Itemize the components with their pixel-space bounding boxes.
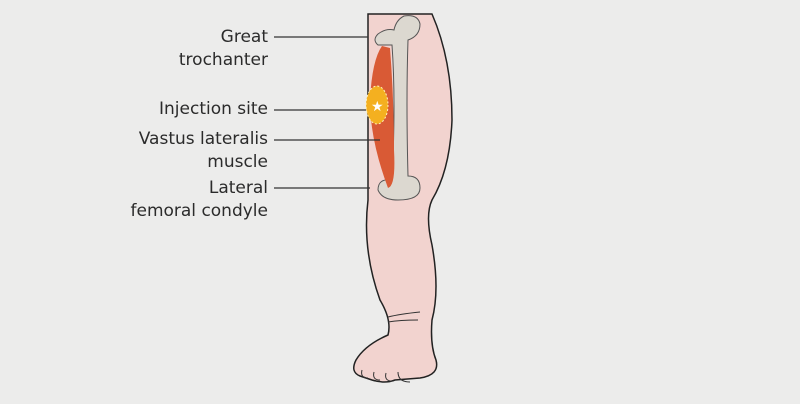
label-line: Vastus lateralis [138,129,268,149]
toes [361,311,421,383]
label-line: Great [220,27,268,47]
label-line: muscle [207,152,268,172]
star-icon: ★ [371,99,384,115]
label-vastus-lateralis: Vastus lateralis muscle [130,128,268,174]
label-line: Injection site [159,99,268,119]
label-lateral-femoral-condyle: Lateral femoral condyle [120,177,269,223]
label-injection-site: Injection site [140,98,268,121]
label-line: trochanter [178,50,268,70]
injection-site-marker [365,85,389,125]
label-line: Lateral [208,178,268,198]
label-great-trochanter: Great trochanter [150,26,268,72]
leader-lines [274,36,380,189]
femur-bone [374,15,421,201]
label-line: femoral condyle [130,201,269,221]
